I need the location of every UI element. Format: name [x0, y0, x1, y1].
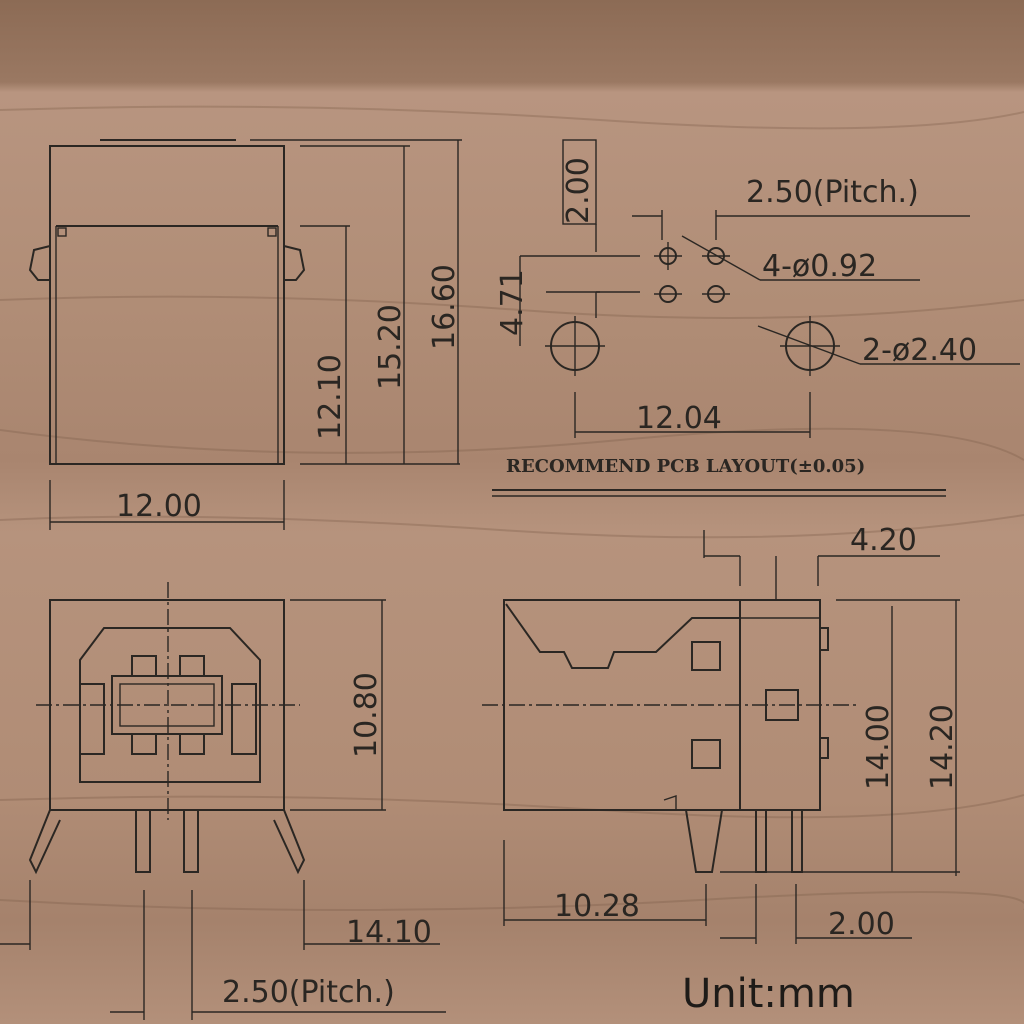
dim-side-tab-width: 4.20	[850, 523, 917, 558]
dim-front-height: 10.80	[349, 672, 384, 758]
top-view-dimensions	[49, 139, 462, 530]
pcb-layout-title: RECOMMEND PCB LAYOUT(±0.05)	[506, 456, 866, 477]
dim-front-pitch: 2.50(Pitch.)	[222, 975, 395, 1010]
top-view-outline	[28, 139, 306, 465]
dim-pcb-pitch: 2.50(Pitch.)	[746, 175, 919, 210]
dim-pcb-row-offset: 2.00	[561, 157, 596, 224]
dim-top-height-inner: 12.10	[313, 354, 348, 440]
dim-pcb-pin-holes: 4-ø0.92	[762, 249, 878, 284]
side-view-drawing	[482, 599, 960, 873]
dim-side-lead-offset: 2.00	[828, 907, 895, 942]
unit-label: Unit:mm	[682, 971, 855, 1017]
dim-pcb-mount-spacing: 12.04	[636, 401, 722, 436]
dim-front-lead-span: 14.10	[346, 915, 432, 950]
dim-top-width: 12.00	[116, 489, 202, 524]
pcb-layout-drawing	[492, 139, 1020, 497]
dim-top-height-total: 16.60	[427, 264, 462, 350]
dim-side-height-inner: 14.00	[861, 704, 896, 790]
dim-pcb-depth: 4.71	[495, 269, 530, 336]
dim-top-height-mid: 15.20	[373, 304, 408, 390]
front-view-drawing	[28, 582, 306, 875]
dim-side-body-length: 10.28	[554, 889, 640, 924]
side-view-dimensions	[503, 530, 960, 944]
front-view-dimensions	[0, 599, 446, 1020]
dim-pcb-mount-holes: 2-ø2.40	[862, 333, 978, 368]
dim-side-height-total: 14.20	[925, 704, 960, 790]
